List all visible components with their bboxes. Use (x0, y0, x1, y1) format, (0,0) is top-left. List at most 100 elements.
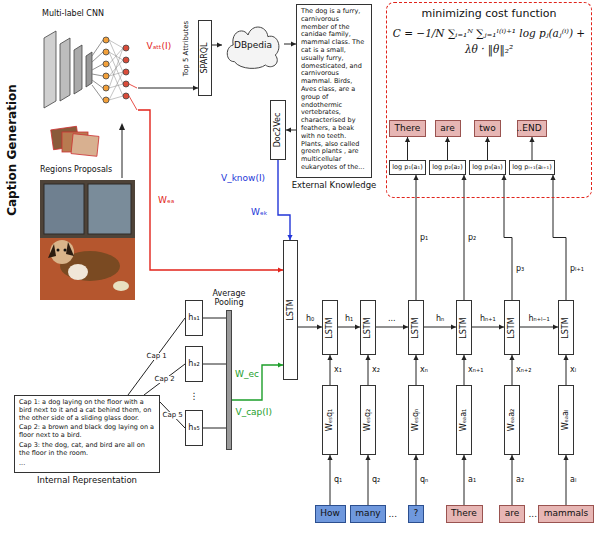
arrowhead (327, 455, 332, 460)
connector (509, 355, 514, 385)
node-label: LSTM (460, 317, 468, 338)
arrowhead (365, 355, 370, 360)
arrowhead (413, 355, 418, 360)
connector-line (368, 455, 369, 505)
connector (461, 175, 466, 300)
input-photo-part (40, 238, 135, 300)
log-prob-box: log p₁(a₁) (389, 160, 426, 175)
ellipsis: ... (528, 510, 539, 519)
connector (138, 85, 198, 90)
connector (327, 355, 332, 385)
lstm-cell: LSTM (408, 300, 424, 355)
connector (413, 175, 418, 300)
connector (365, 355, 370, 385)
arrowhead (501, 175, 506, 180)
arrowhead (563, 355, 568, 360)
connector (413, 455, 418, 505)
connector (376, 324, 408, 329)
lstm-cell: LSTM (456, 300, 472, 355)
lstm-cell: LSTM (504, 300, 520, 355)
edge-label: x₁ (333, 366, 343, 374)
connector-line (278, 160, 290, 240)
node-label: are (505, 509, 520, 519)
input-photo-part (88, 184, 131, 234)
edge-label: xₗ (569, 366, 577, 374)
cnn-illustration-part (129, 84, 137, 110)
query-box: SPARQL (198, 20, 212, 96)
node-label: Wₑₛq₂ (364, 409, 372, 432)
connector-line (138, 110, 283, 270)
connector (298, 324, 322, 329)
cnn-illustration-part (60, 38, 70, 101)
edge-label: q₂ (371, 476, 381, 484)
node-label: LSTM (412, 317, 420, 338)
edge-label: hₙ₊₁ (479, 315, 497, 323)
edge-label: W_ec (234, 370, 260, 379)
connector-line (416, 455, 417, 505)
embedding-box: Wₑₐa₂ (504, 385, 520, 455)
connector (286, 127, 296, 132)
edge-label: ... (387, 315, 397, 323)
input-photo (40, 180, 135, 300)
connector (445, 137, 450, 160)
connector (160, 402, 185, 428)
output-word: There (389, 120, 426, 137)
edge-label: xₙ₊₂ (515, 366, 532, 374)
cnn-illustration-part (103, 97, 109, 103)
arrowhead (461, 175, 466, 180)
cnn-block: Multi-label CNN (38, 8, 138, 120)
edge-label: x₂ (371, 366, 381, 374)
node-label: Wₑₐaₗ (562, 410, 570, 431)
vector-name: Vₐₜₜ(I) (146, 42, 173, 51)
edge-label: Wₑₐ (157, 196, 175, 205)
region-proposals (51, 126, 99, 156)
connector (144, 364, 185, 395)
input-photo-part (64, 249, 67, 252)
connector-line (520, 327, 558, 328)
node-label: Cap 2: a brown and black dog laying on a… (19, 424, 155, 440)
region-proposals-part (71, 134, 99, 157)
edge-label: p₁ (419, 234, 429, 242)
arrowhead (509, 355, 514, 360)
arrowhead (529, 137, 534, 142)
edge-label: p₃ (515, 265, 525, 273)
side-title: Caption Generation (6, 83, 18, 217)
proposal-arrow-part (119, 123, 125, 130)
node-label: There (451, 509, 477, 519)
node-label: LSTM (326, 317, 334, 338)
cnn-illustration-part (109, 40, 123, 100)
node-label: LSTM (364, 317, 372, 338)
arrowhead (485, 137, 490, 142)
node-label: SPARQL (201, 42, 209, 73)
edge-label: Wₑₖ (250, 208, 268, 217)
input-photo-part (113, 281, 129, 291)
hidden-state-box: hₛ₅ (185, 410, 203, 446)
embedding-box: Wₑₐaₗ (558, 385, 574, 455)
box-heading: minimizing cost function (391, 7, 587, 20)
arrowhead (327, 355, 332, 360)
node-label: How (320, 509, 340, 519)
edge-label: p₂ (467, 234, 477, 242)
annotation: Regions Proposals (39, 166, 113, 174)
node-label: log p₂(a₂) (432, 164, 462, 171)
embedding-box: Wₑₐa₁ (456, 385, 472, 455)
edge-label: hₙ (435, 315, 445, 323)
arrowhead (445, 137, 450, 142)
input-photo-part (48, 244, 56, 258)
node-label: Wₑₛq₁ (326, 409, 334, 432)
connector (212, 42, 222, 47)
edge-label: Top 5 Attributes (183, 19, 190, 76)
arrowhead (461, 455, 466, 460)
cnn-illustration-part (103, 37, 109, 43)
connector-line (128, 318, 185, 395)
cnn-illustration-part (92, 40, 103, 100)
log-prob-box: log p₃(a₃) (469, 160, 506, 175)
edge-label: xₙ (419, 366, 429, 374)
node-label: hₛ₂ (188, 360, 199, 369)
connector-line (232, 365, 283, 400)
edge-label: h₀ (305, 315, 315, 323)
cnn-illustration-part (103, 85, 109, 91)
edge-label: a₂ (515, 476, 525, 484)
edge-label: h₁ (344, 315, 354, 323)
connector (485, 137, 490, 160)
